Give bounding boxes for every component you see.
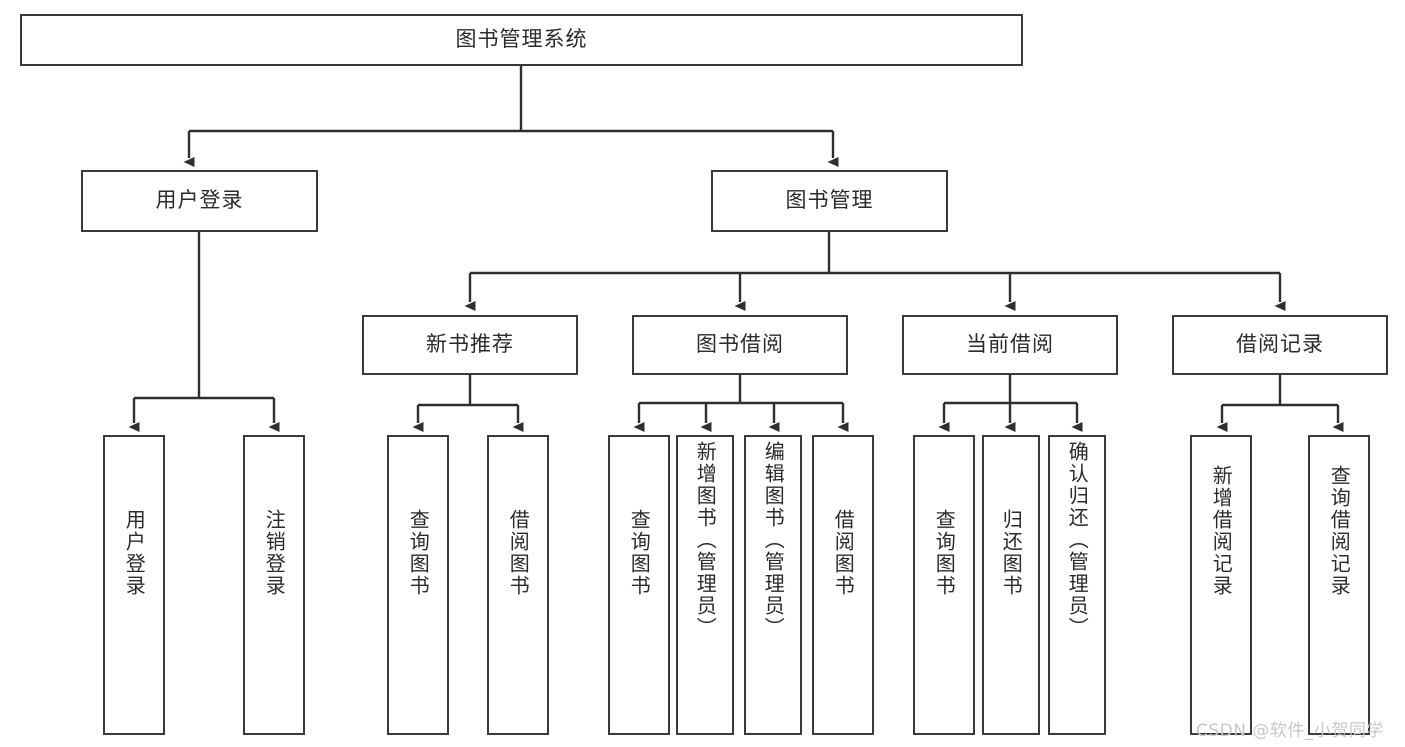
leaf-query-book-recommend[interactable]: 查询图书	[387, 435, 449, 735]
node-current-borrow-label: 当前借阅	[966, 332, 1054, 357]
leaf-add-borrow-record-label: 新增借阅记录	[1209, 465, 1234, 597]
leaf-user-login[interactable]: 用户登录	[103, 435, 165, 735]
leaf-borrow-book-label: 借阅图书	[831, 509, 856, 597]
node-new-book-recommend-label: 新书推荐	[426, 332, 514, 357]
node-current-borrow[interactable]: 当前借阅	[902, 315, 1118, 375]
leaf-query-borrow-record-label: 查询借阅记录	[1327, 465, 1352, 597]
leaf-user-login-label: 用户登录	[122, 509, 147, 597]
node-new-book-recommend[interactable]: 新书推荐	[362, 315, 578, 375]
leaf-confirm-return-admin-label: 确认归还（管理员）	[1065, 441, 1090, 639]
leaf-query-book-current-label: 查询图书	[932, 509, 957, 597]
node-root-label: 图书管理系统	[455, 27, 588, 52]
leaf-add-book-admin-label: 新增图书（管理员）	[693, 441, 718, 639]
leaf-borrow-book[interactable]: 借阅图书	[812, 435, 874, 735]
leaf-query-book-current[interactable]: 查询图书	[913, 435, 975, 735]
leaf-add-borrow-record[interactable]: 新增借阅记录	[1190, 435, 1252, 735]
leaf-query-book-borrow-label: 查询图书	[627, 509, 652, 597]
leaf-query-book-borrow[interactable]: 查询图书	[608, 435, 670, 735]
node-book-management[interactable]: 图书管理	[711, 170, 948, 232]
leaf-query-borrow-record[interactable]: 查询借阅记录	[1308, 435, 1370, 735]
leaf-logout[interactable]: 注销登录	[243, 435, 305, 735]
leaf-return-book[interactable]: 归还图书	[982, 435, 1040, 735]
node-user-login[interactable]: 用户登录	[81, 170, 318, 232]
watermark: CSDN @软件_小贺同学	[1196, 721, 1384, 741]
leaf-query-book-recommend-label: 查询图书	[406, 509, 431, 597]
leaf-borrow-book-recommend-label: 借阅图书	[506, 509, 531, 597]
leaf-logout-label: 注销登录	[262, 509, 287, 597]
node-borrow-record-label: 借阅记录	[1236, 332, 1324, 357]
node-book-management-label: 图书管理	[785, 188, 874, 213]
leaf-return-book-label: 归还图书	[999, 509, 1024, 597]
node-borrow-record[interactable]: 借阅记录	[1172, 315, 1388, 375]
node-user-login-label: 用户登录	[155, 188, 244, 213]
leaf-edit-book-admin-label: 编辑图书（管理员）	[761, 441, 786, 639]
leaf-edit-book-admin[interactable]: 编辑图书（管理员）	[744, 435, 802, 735]
leaf-confirm-return-admin[interactable]: 确认归还（管理员）	[1048, 435, 1106, 735]
node-book-borrow[interactable]: 图书借阅	[632, 315, 848, 375]
leaf-borrow-book-recommend[interactable]: 借阅图书	[487, 435, 549, 735]
node-root[interactable]: 图书管理系统	[20, 14, 1023, 66]
leaf-add-book-admin[interactable]: 新增图书（管理员）	[676, 435, 734, 735]
node-book-borrow-label: 图书借阅	[696, 332, 784, 357]
